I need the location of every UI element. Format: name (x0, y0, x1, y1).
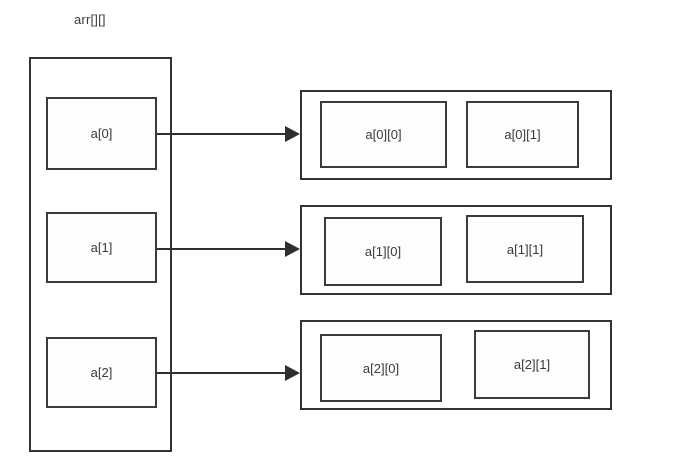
sub-array-row-1: a[1][0] a[1][1] (300, 205, 612, 295)
reference-cell-a0[interactable]: a[0] (46, 97, 157, 170)
pointer-arrow-row2 (157, 372, 287, 374)
element-cell-a00[interactable]: a[0][0] (320, 101, 447, 168)
arrow-head-icon-row1 (285, 241, 300, 257)
element-cell-a11[interactable]: a[1][1] (466, 215, 584, 283)
sub-array-row-2: a[2][0] a[2][1] (300, 320, 612, 410)
arrow-head-icon-row2 (285, 365, 300, 381)
pointer-arrow-row1 (157, 248, 287, 250)
element-cell-a10[interactable]: a[1][0] (324, 217, 442, 286)
arrow-head-icon-row0 (285, 126, 300, 142)
element-cell-a01[interactable]: a[0][1] (466, 101, 579, 168)
reference-cell-a1[interactable]: a[1] (46, 212, 157, 283)
sub-array-row-0: a[0][0] a[0][1] (300, 90, 612, 180)
element-cell-a21[interactable]: a[2][1] (474, 330, 590, 399)
reference-cell-a2[interactable]: a[2] (46, 337, 157, 408)
element-cell-a20[interactable]: a[2][0] (320, 334, 442, 402)
pointer-arrow-row0 (157, 133, 287, 135)
diagram-title: arr[][] (74, 12, 106, 27)
